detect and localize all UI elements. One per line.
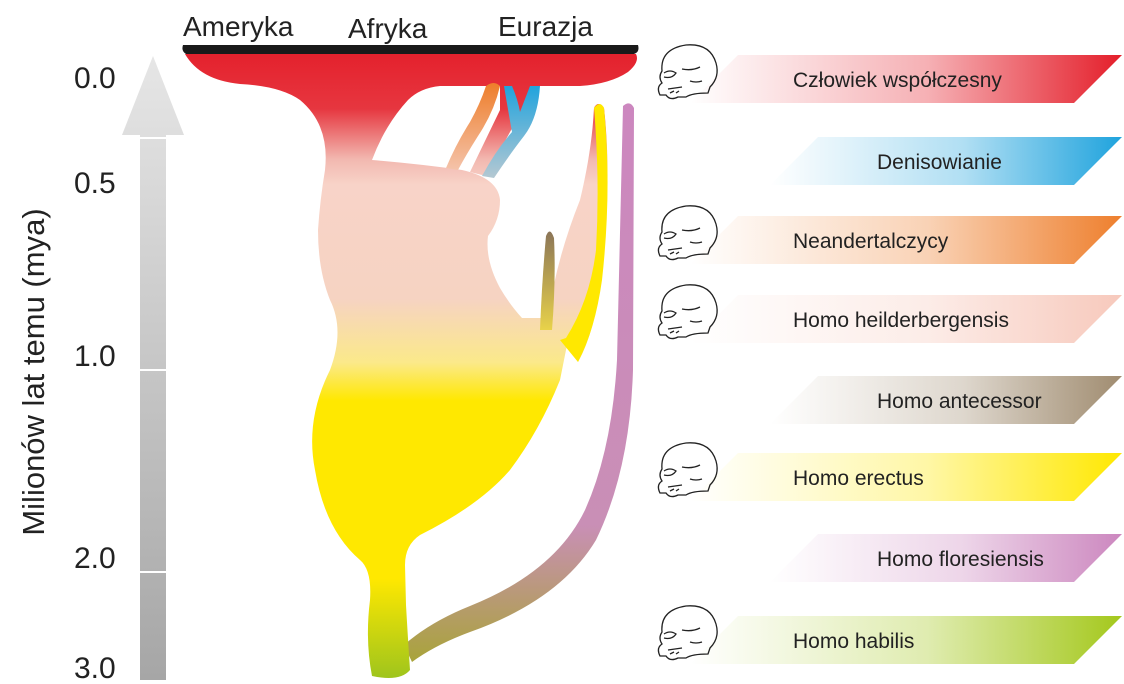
skull-icon [658, 206, 717, 260]
lineage-main-trunk [185, 54, 637, 678]
tick-label-3.0: 3.0 [74, 652, 116, 684]
skull-icon [658, 606, 717, 660]
species-label-homo-erectus: Homo erectus [793, 467, 924, 490]
present-day-bar [182, 45, 638, 54]
region-labels: Ameryka Afryka Eurazja [182, 11, 638, 54]
tick-label-0.5: 0.5 [74, 167, 116, 200]
time-arrow [122, 56, 184, 680]
axis-title: Milionów lat temu (mya) [16, 208, 51, 535]
species-legend: Człowiek współczesnyDenisowianieNeandert… [658, 45, 1122, 664]
skull-icon [658, 45, 717, 99]
species-label-denisowianie: Denisowianie [877, 151, 1002, 174]
species-label-homo-heilderbergensis: Homo heilderbergensis [793, 309, 1009, 332]
species-label-cz-owiek-wsp-czesny: Człowiek współczesny [793, 69, 1002, 92]
tick-label-0.0: 0.0 [74, 62, 116, 95]
tick-label-1.0: 1.0 [74, 340, 116, 373]
species-label-homo-habilis: Homo habilis [793, 630, 914, 653]
time-axis: Milionów lat temu (mya) 0.0 0.5 1.0 2.0 … [16, 56, 184, 684]
region-label-eurazja: Eurazja [498, 11, 593, 42]
lineage-homo-antecessor [540, 231, 555, 330]
tick-label-2.0: 2.0 [74, 542, 116, 575]
species-label-homo-antecessor: Homo antecessor [877, 390, 1042, 413]
region-label-ameryka: Ameryka [183, 11, 294, 42]
species-label-homo-floresiensis: Homo floresiensis [877, 548, 1044, 571]
skull-icon [658, 443, 717, 497]
region-label-afryka: Afryka [348, 13, 428, 44]
skull-icon [658, 285, 717, 339]
species-label-neandertalczycy: Neandertalczycy [793, 230, 949, 253]
